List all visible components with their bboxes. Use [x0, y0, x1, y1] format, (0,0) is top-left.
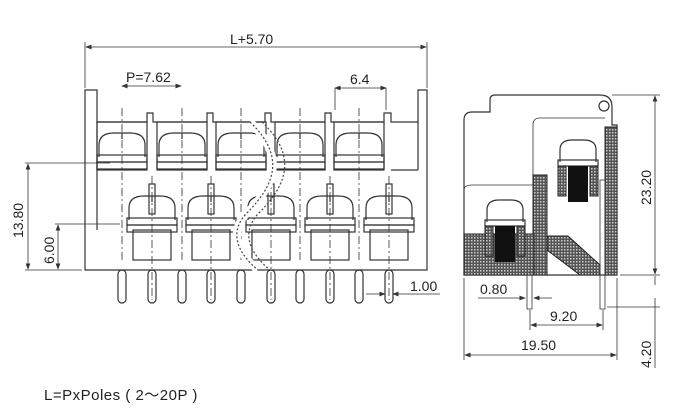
dim-depth: 19.50	[521, 337, 556, 353]
step-outline	[532, 117, 605, 275]
dim-height-total: 13.80	[10, 203, 26, 238]
clamp	[589, 165, 599, 197]
pin	[177, 269, 187, 304]
upper-terminal-cell	[274, 121, 326, 171]
pin	[236, 269, 246, 304]
dim-pin-width: 1.00	[410, 278, 437, 294]
dim-height-lower: 6.00	[41, 237, 57, 264]
upper-terminal-cell	[96, 121, 148, 171]
housing-section	[532, 174, 548, 276]
mounting-hole	[598, 100, 610, 112]
screw-head	[559, 139, 597, 162]
front-view: L+5.70 P=7.62 6.4 13.80 6.00 1.00	[10, 31, 440, 304]
housing-section	[546, 235, 601, 276]
screw-head	[486, 199, 524, 222]
pin	[325, 269, 335, 304]
dim-spacing: 6.4	[350, 71, 370, 87]
upper-terminal-cell	[156, 121, 208, 171]
upper-terminal-cell	[333, 121, 385, 171]
pin	[266, 269, 276, 304]
pin	[384, 269, 394, 304]
pin	[117, 269, 127, 304]
pin	[354, 269, 364, 304]
break-line	[236, 121, 274, 271]
pin-front	[526, 274, 533, 310]
screw-washer	[484, 219, 526, 227]
screw-thread	[568, 166, 588, 202]
pin	[295, 269, 305, 304]
pin	[206, 269, 216, 304]
dim-overall-length: L+5.70	[230, 31, 273, 47]
pin-rear	[599, 179, 606, 310]
pin	[147, 269, 157, 304]
break-line	[248, 121, 286, 271]
clamp	[516, 225, 526, 257]
dim-pin-length: 4.20	[638, 341, 654, 368]
dim-pin-thickness: 0.80	[480, 281, 507, 297]
side-body-outline	[463, 94, 618, 276]
dim-row-spacing: 9.20	[550, 308, 577, 324]
housing-section	[604, 126, 618, 276]
clamp	[484, 225, 494, 257]
screw-thread	[495, 226, 515, 262]
screw-washer	[557, 159, 599, 167]
dim-pitch: P=7.62	[126, 69, 171, 85]
poles-note: L=PxPoles ( 2～20P )	[44, 387, 198, 404]
step-outline	[463, 184, 533, 191]
front-body-outline	[84, 89, 428, 271]
side-view: 23.20 4.20 19.50 9.20 0.80	[463, 94, 660, 368]
dim-side-height: 23.20	[638, 170, 654, 205]
clamp	[557, 165, 567, 197]
